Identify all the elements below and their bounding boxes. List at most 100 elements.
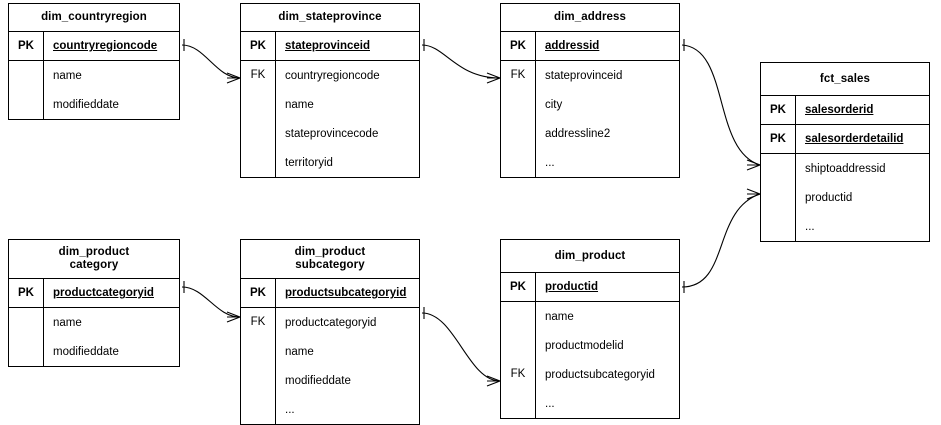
key-column bbox=[9, 308, 44, 366]
attribute-name: addressid bbox=[545, 40, 600, 52]
attribute-name: countryregioncode bbox=[53, 40, 158, 52]
attribute-row[interactable]: addressline2 bbox=[545, 127, 611, 140]
attribute-block: FK name productmodelid productsubcategoryid… bbox=[501, 302, 679, 418]
key-column: FK bbox=[241, 61, 276, 177]
key-label: FK bbox=[250, 316, 266, 328]
key-label: PK bbox=[9, 32, 44, 60]
relationship-dim_productcategory-to-dim_productsubcategory bbox=[181, 281, 241, 323]
relationship-line bbox=[681, 193, 761, 288]
key-column: FK bbox=[501, 61, 536, 177]
relationship-dim_countryregion-to-dim_stateprovince bbox=[181, 39, 241, 84]
attribute-row[interactable]: productsubcategoryid bbox=[545, 368, 655, 381]
attribute-column: stateprovinceid city addressline2... bbox=[536, 61, 679, 177]
attribute-row[interactable]: productid bbox=[805, 191, 853, 204]
attribute-block: shiptoaddressid productid... bbox=[761, 154, 929, 241]
attribute-name: stateprovinceid bbox=[285, 40, 370, 52]
attribute-column: name modifieddate bbox=[44, 308, 179, 366]
key-label: FK bbox=[510, 69, 526, 81]
attribute-row[interactable]: territoryid bbox=[285, 156, 333, 169]
attribute-row[interactable]: ... bbox=[545, 156, 555, 169]
attribute-column: shiptoaddressid productid... bbox=[796, 154, 929, 241]
pk-row[interactable]: PK addressid bbox=[501, 32, 679, 61]
relationship-dim_product-to-fct_sales bbox=[681, 188, 761, 293]
key-label: PK bbox=[761, 125, 796, 153]
pk-row[interactable]: PK productcategoryid bbox=[9, 279, 179, 308]
key-label: PK bbox=[501, 32, 536, 60]
pk-row[interactable]: PK stateprovinceid bbox=[241, 32, 419, 61]
pk-row[interactable]: PK countryregioncode bbox=[9, 32, 179, 61]
key-label: FK bbox=[510, 368, 526, 380]
attribute-row[interactable]: name bbox=[545, 310, 574, 323]
key-label: PK bbox=[761, 96, 796, 124]
key-label: PK bbox=[241, 279, 276, 307]
key-column bbox=[761, 154, 796, 241]
attribute-row[interactable]: productmodelid bbox=[545, 339, 624, 352]
attribute-row[interactable]: name bbox=[285, 98, 314, 111]
attribute-row[interactable]: modifieddate bbox=[53, 345, 119, 358]
key-label: PK bbox=[501, 273, 536, 301]
attribute-column: name productmodelid productsubcategoryid..… bbox=[536, 302, 679, 418]
attribute-row[interactable]: ... bbox=[805, 220, 815, 233]
entity-title: dim_product category bbox=[9, 240, 179, 279]
attribute-column: countryregioncode name stateprovincecode te… bbox=[276, 61, 419, 177]
attribute-row[interactable]: stateprovinceid bbox=[545, 69, 623, 82]
pk-row[interactable]: PK productid bbox=[501, 273, 679, 302]
attribute-row[interactable]: stateprovincecode bbox=[285, 127, 379, 140]
key-label: FK bbox=[250, 69, 266, 81]
cardinality-many-marker bbox=[746, 159, 761, 171]
relationship-dim_productsubcategory-to-dim_product bbox=[421, 307, 501, 387]
attribute-row[interactable]: shiptoaddressid bbox=[805, 162, 886, 175]
key-label: PK bbox=[9, 279, 44, 307]
key-column: FK bbox=[501, 302, 536, 418]
attribute-row[interactable]: countryregioncode bbox=[285, 69, 380, 82]
attribute-block: FK productcategoryid name modifieddate... bbox=[241, 308, 419, 424]
relationship-line bbox=[181, 44, 241, 79]
cardinality-many-marker bbox=[486, 72, 501, 84]
cardinality-many-marker bbox=[746, 188, 761, 200]
attribute-row[interactable]: ... bbox=[285, 403, 295, 416]
attribute-name: salesorderdetailid bbox=[805, 133, 904, 145]
pk-row[interactable]: PK salesorderid bbox=[761, 96, 929, 125]
attribute-name: salesorderid bbox=[805, 104, 874, 116]
entity-title: dim_product subcategory bbox=[241, 240, 419, 279]
entity-title: fct_sales bbox=[761, 63, 929, 96]
entity-title: dim_address bbox=[501, 4, 679, 32]
relationship-line bbox=[421, 44, 501, 79]
attribute-row[interactable]: name bbox=[285, 345, 314, 358]
attribute-block: FK countryregioncode name stateprovincecode… bbox=[241, 61, 419, 177]
attribute-name: productcategoryid bbox=[53, 287, 154, 299]
attribute-block: name modifieddate bbox=[9, 61, 179, 119]
entity-title: dim_countryregion bbox=[9, 4, 179, 32]
attribute-row[interactable]: name bbox=[53, 69, 82, 82]
cardinality-many-marker bbox=[486, 375, 501, 387]
relationship-line bbox=[681, 44, 761, 166]
relationship-line bbox=[181, 286, 241, 318]
entity-title: dim_stateprovince bbox=[241, 4, 419, 32]
attribute-column: name modifieddate bbox=[44, 61, 179, 119]
key-label: PK bbox=[241, 32, 276, 60]
attribute-row[interactable]: modifieddate bbox=[53, 98, 119, 111]
attribute-row[interactable]: name bbox=[53, 316, 82, 329]
key-column bbox=[9, 61, 44, 119]
attribute-row[interactable]: modifieddate bbox=[285, 374, 351, 387]
pk-row[interactable]: PK salesorderdetailid bbox=[761, 125, 929, 154]
entity-title: dim_product bbox=[501, 240, 679, 273]
relationship-dim_stateprovince-to-dim_address bbox=[421, 39, 501, 84]
attribute-column: productcategoryid name modifieddate... bbox=[276, 308, 419, 424]
attribute-block: name modifieddate bbox=[9, 308, 179, 366]
attribute-row[interactable]: city bbox=[545, 98, 563, 111]
cardinality-many-marker bbox=[226, 72, 241, 84]
attribute-row[interactable]: ... bbox=[545, 397, 555, 410]
attribute-name: productid bbox=[545, 281, 599, 293]
attribute-row[interactable]: productcategoryid bbox=[285, 316, 377, 329]
